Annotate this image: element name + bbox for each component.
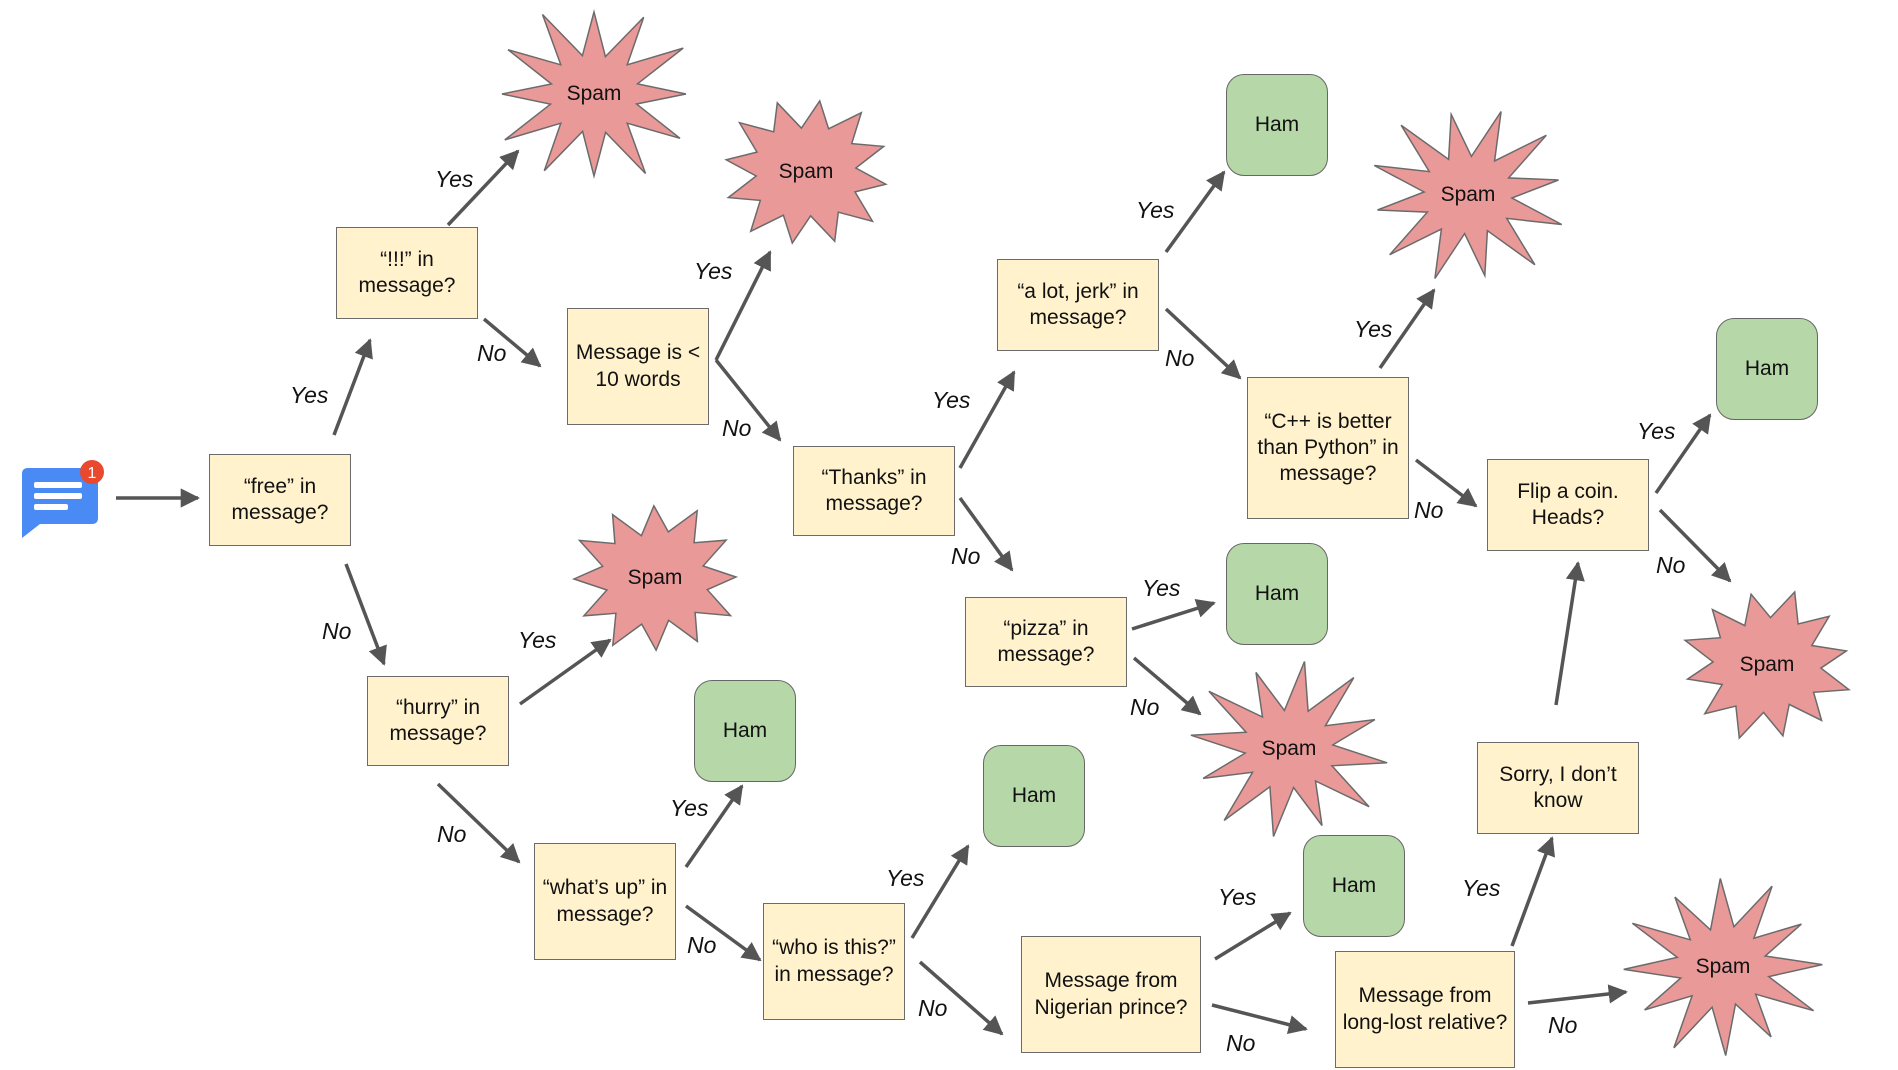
node-excl: “!!!” in message? — [336, 227, 478, 319]
edge-arrow — [344, 563, 387, 666]
edge-arrow — [1654, 413, 1712, 494]
edge-arrow — [332, 338, 373, 436]
node-flip: Flip a coin. Heads? — [1487, 459, 1649, 551]
edge-arrow — [714, 358, 782, 442]
edge-label-no: No — [1165, 345, 1195, 371]
spam-leaf-label: Spam — [627, 566, 683, 589]
node-short: Message is < 10 words — [567, 308, 709, 425]
edge-label-no: No — [437, 821, 467, 847]
edge-label-yes: Yes — [886, 865, 925, 891]
edge-arrow — [1527, 984, 1628, 1005]
edge-arrow — [714, 250, 772, 361]
node-nigerian: Message from Nigerian prince? — [1021, 936, 1201, 1053]
edge-arrow — [446, 149, 520, 227]
spam-leaf-label: Spam — [1261, 737, 1317, 760]
node-whatsup: “what’s up” in message? — [534, 843, 676, 960]
edge-label-no: No — [918, 995, 948, 1021]
node-pizza: “pizza” in message? — [965, 597, 1127, 687]
message-notification-icon: 1 — [22, 460, 104, 538]
node-longlost: Message from long-lost relative? — [1335, 951, 1515, 1068]
edge-label-yes: Yes — [694, 258, 733, 284]
spam-star-shape — [1373, 111, 1563, 279]
edge-arrow — [1414, 458, 1478, 508]
node-cpp: “C++ is better than Python” in message? — [1247, 377, 1409, 519]
node-free: “free” in message? — [209, 454, 351, 546]
edge-arrow — [958, 496, 1014, 572]
edge-arrow — [1211, 1003, 1308, 1035]
spam-star-shape — [571, 504, 739, 652]
edge-label-yes: Yes — [1462, 875, 1501, 901]
edge-arrow — [1658, 508, 1732, 583]
edge-arrow — [482, 317, 542, 368]
edge-label-no: No — [1414, 497, 1444, 523]
edge-arrow — [910, 844, 970, 939]
edge-label-no: No — [1656, 552, 1686, 578]
edge-label-no: No — [477, 340, 507, 366]
edge-label-no: No — [687, 932, 717, 958]
edge-label-yes: Yes — [435, 166, 474, 192]
edge-label-yes: Yes — [1637, 418, 1676, 444]
edge-label-yes: Yes — [290, 382, 329, 408]
edge-arrow — [1164, 170, 1226, 254]
spam-star-shape — [501, 9, 687, 179]
edge-arrow — [1132, 656, 1202, 716]
ham-leaf: Ham — [983, 745, 1085, 847]
edge-arrow — [958, 370, 1016, 469]
spam-leaves — [501, 9, 1851, 1056]
edge-arrow — [1510, 836, 1556, 947]
edge-label-no: No — [1130, 694, 1160, 720]
edge-arrow — [1214, 911, 1292, 961]
spam-leaf-label: Spam — [566, 82, 622, 105]
spam-leaf-label: Spam — [1440, 183, 1496, 206]
spam-star-shape — [1683, 590, 1851, 740]
edge-label-yes: Yes — [518, 627, 557, 653]
ham-leaf: Ham — [1303, 835, 1405, 937]
edge-label-no: No — [322, 618, 352, 644]
edge-label-yes: Yes — [1142, 575, 1181, 601]
edge-label-yes: Yes — [670, 795, 709, 821]
edge-arrow — [518, 638, 612, 706]
edge-label-no: No — [1226, 1030, 1256, 1056]
spam-leaf-label: Spam — [1695, 955, 1751, 978]
arrows — [116, 149, 1732, 1036]
node-hurry: “hurry” in message? — [367, 676, 509, 766]
edge-arrow — [1164, 307, 1242, 380]
edge-label-no: No — [1548, 1012, 1578, 1038]
edge-label-yes: Yes — [1136, 197, 1175, 223]
edge-arrow — [436, 782, 521, 864]
edge-arrow — [684, 904, 762, 962]
edge-arrow — [1554, 561, 1585, 706]
edge-arrow — [1378, 288, 1436, 369]
ham-leaf: Ham — [694, 680, 796, 782]
spam-leaf-label: Spam — [1739, 653, 1795, 676]
ham-leaf: Ham — [1716, 318, 1818, 420]
edge-label-yes: Yes — [1218, 884, 1257, 910]
spam-leaf-label: Spam — [778, 160, 834, 183]
edge-arrow — [918, 960, 1004, 1036]
edge-label-yes: Yes — [932, 387, 971, 413]
edge-label-no: No — [951, 543, 981, 569]
notification-badge: 1 — [88, 465, 97, 482]
node-thanks: “Thanks” in message? — [793, 446, 955, 536]
node-whois: “who is this?” in message? — [763, 903, 905, 1020]
spam-star-shape — [1623, 878, 1823, 1056]
node-sorry: Sorry, I don’t know — [1477, 742, 1639, 834]
edge-arrow — [1131, 599, 1216, 631]
edge-label-no: No — [722, 415, 752, 441]
node-alotjerk: “a lot, jerk” in message? — [997, 259, 1159, 351]
ham-leaf: Ham — [1226, 543, 1328, 645]
edge-label-yes: Yes — [1354, 316, 1393, 342]
ham-leaf: Ham — [1226, 74, 1328, 176]
spam-star-shape — [1190, 661, 1388, 837]
spam-star-shape — [724, 99, 888, 245]
edge-arrow — [684, 784, 744, 868]
